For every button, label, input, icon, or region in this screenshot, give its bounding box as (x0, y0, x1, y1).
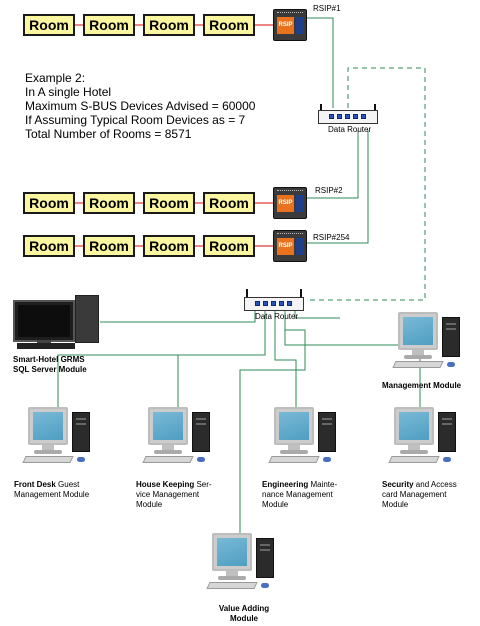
room: Room (23, 235, 75, 257)
rsip-label: RSIP#1 (313, 4, 341, 13)
management-computer (390, 312, 470, 382)
room: Room (23, 192, 75, 214)
router-label: Data Router (328, 125, 372, 134)
room-links (75, 24, 273, 247)
lan-links (57, 305, 421, 545)
grms-server-computer (13, 295, 103, 355)
management-module-label: Management Module (382, 381, 462, 390)
house-keeping-computer (140, 407, 220, 477)
room: Room (203, 235, 255, 257)
rsip-screen: RSIP (277, 238, 294, 255)
example-line: Maximum S-BUS Devices Advised = 60000 (25, 99, 256, 113)
data-router-lower (244, 287, 304, 313)
rsip-device: RSIP (273, 230, 307, 262)
room: Room (83, 235, 135, 257)
room: Room (203, 14, 255, 36)
room: Room (83, 14, 135, 36)
room: Room (143, 192, 195, 214)
router-label: Data Router (255, 312, 299, 321)
rsip-device: RSIP (273, 187, 307, 219)
rsip-router-links (307, 17, 369, 244)
rsip-screen: RSIP (277, 195, 294, 212)
rsip-screen: RSIP (277, 17, 294, 34)
room: Room (143, 14, 195, 36)
data-router-upper (318, 100, 378, 126)
example-line: In A single Hotel (25, 85, 112, 99)
front-desk-computer (20, 407, 100, 477)
value-adding-computer (204, 533, 284, 603)
room: Room (203, 192, 255, 214)
security-computer (386, 407, 466, 477)
room: Room (83, 192, 135, 214)
example-line: Total Number of Rooms = 8571 (25, 127, 192, 141)
example-text: Example 2: In A single Hotel Maximum S-B… (25, 71, 255, 141)
room: Room (143, 235, 195, 257)
example-line: If Assuming Typical Room Devices as = 7 (25, 113, 246, 127)
example-title: Example 2: (25, 71, 86, 85)
engineering-computer (266, 407, 346, 477)
router-interlink (307, 67, 426, 301)
room: Room (23, 14, 75, 36)
rsip-device: RSIP (273, 9, 307, 41)
rsip-label: RSIP#254 (313, 233, 350, 242)
rsip-label: RSIP#2 (315, 186, 343, 195)
